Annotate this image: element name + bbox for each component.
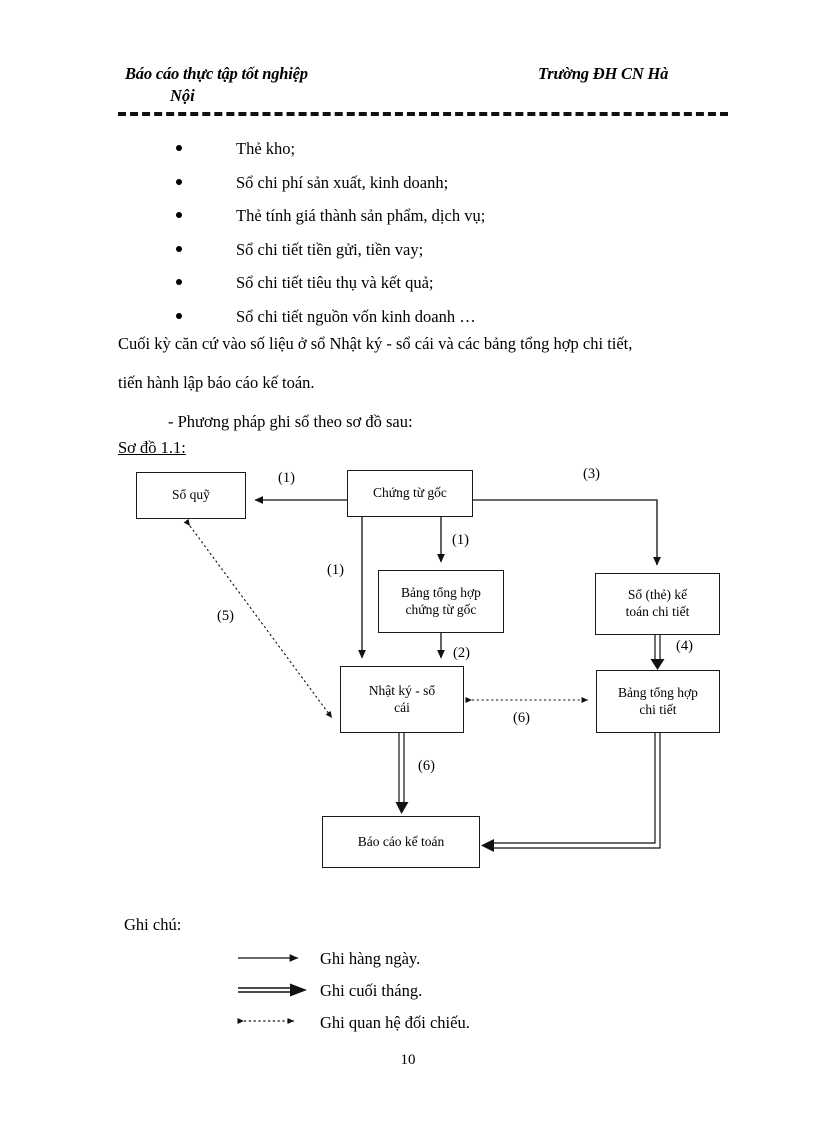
flowchart-box-source-document: Chứng từ gốc: [347, 470, 473, 517]
page-header: Báo cáo thực tập tốt nghiệp Trường ĐH CN…: [118, 64, 728, 110]
edge-label-summary-to-journal: (2): [453, 645, 470, 661]
header-top-row: Báo cáo thực tập tốt nghiệp Trường ĐH CN…: [118, 64, 728, 87]
list-item-label: Sổ chi phí sản xuất, kinh doanh;: [236, 172, 449, 192]
legend-title: Ghi chú:: [124, 915, 182, 934]
edge-label-to-detail-ledger: (3): [583, 466, 600, 482]
bullet-dot-icon: [176, 245, 182, 252]
page-number: 10: [400, 1052, 416, 1068]
body-paragraph-line-2: tiến hành lập báo cáo kế toán.: [118, 373, 315, 392]
list-item-label: Sổ chi tiết nguồn vốn kinh doanh …: [236, 306, 476, 326]
legend-arrow-icons: [237, 954, 307, 1025]
list-item: Sổ chi tiết tiền gửi, tiền vay;: [118, 233, 738, 267]
list-item: Sổ chi tiết nguồn vốn kinh doanh …: [118, 300, 738, 334]
bullet-dot-icon: [176, 178, 182, 185]
flowchart-box-source-summary: Bảng tổng hợp chứng từ gốc: [378, 570, 504, 633]
bullet-dot-icon: [176, 279, 182, 285]
edge-label-to-cash-book: (1): [278, 470, 295, 486]
edge-label-detail-to-summary: (4): [676, 638, 693, 654]
header-right-title: Trường ĐH CN Hà: [538, 64, 669, 83]
flowchart-box-label: Báo cáo kế toán: [357, 833, 445, 849]
edge-label-doc-to-journal: (1): [327, 562, 344, 578]
edge-label-journal-to-report: (6): [418, 758, 435, 774]
edge-label-cash-to-journal: (5): [217, 608, 234, 624]
flowchart-box-label: Sổ (thẻ) kế toán chi tiết: [625, 587, 690, 619]
body-paragraph-line-1: Cuối kỳ căn cứ vào số liệu ở sổ Nhật ký …: [118, 334, 633, 353]
header-left-title: Báo cáo thực tập tốt nghiệp: [125, 64, 308, 83]
flowchart-box-label: Nhật ký - sổ cái: [368, 682, 436, 715]
flowchart-box-detail-ledger: Sổ (thẻ) kế toán chi tiết: [595, 573, 720, 635]
list-item: Sổ chi tiết tiêu thụ và kết quả;: [118, 266, 738, 300]
legend-item-label: Ghi cuối tháng.: [320, 981, 423, 1000]
flowchart-box-label: Sổ quỹ: [172, 487, 210, 503]
list-item-label: Sổ chi tiết tiền gửi, tiền vay;: [236, 239, 424, 259]
figure-caption: Sơ đồ 1.1:: [118, 438, 186, 457]
bullet-dot-icon: [176, 212, 182, 218]
edge-label-journal-to-detail-summary: (6): [513, 710, 530, 726]
header-left-title-continued: Nội: [170, 86, 195, 105]
list-item: Thẻ tính giá thành sản phẩm, dịch vụ;: [118, 199, 738, 233]
edge-label-to-source-summary: (1): [452, 532, 469, 548]
bullet-dot-icon: [176, 312, 182, 319]
flowchart-box-detail-summary: Bảng tổng hợp chi tiết: [596, 670, 720, 733]
legend-item-label: Ghi hàng ngày.: [320, 949, 421, 968]
list-item: Sổ chi phí sản xuất, kinh doanh;: [118, 166, 738, 200]
flowchart-box-cash-book: Sổ quỹ: [136, 472, 246, 519]
flowchart-box-label: Chứng từ gốc: [373, 485, 447, 501]
list-item-label: Sổ chi tiết tiêu thụ và kết quả;: [236, 273, 434, 292]
flowchart-box-label: Bảng tổng hợp chứng từ gốc: [401, 584, 481, 617]
list-item: Thẻ kho;: [118, 132, 738, 166]
double-arrow-icon: [238, 983, 307, 997]
list-item-label: Thẻ kho;: [236, 139, 296, 158]
list-item-label: Thẻ tính giá thành sản phẩm, dịch vụ;: [236, 206, 486, 225]
bullet-dot-icon: [176, 145, 182, 151]
header-divider: [118, 112, 728, 116]
flowchart-box-accounting-report: Báo cáo kế toán: [322, 816, 480, 868]
body-paragraph-line-3: - Phương pháp ghi sổ theo sơ đồ sau:: [168, 412, 413, 431]
legend-item-label: Ghi quan hệ đối chiếu.: [320, 1013, 470, 1032]
bullet-list: Thẻ kho; Sổ chi phí sản xuất, kinh doanh…: [118, 132, 738, 333]
flowchart-box-label: Bảng tổng hợp chi tiết: [618, 684, 698, 717]
flowchart-box-journal-ledger: Nhật ký - sổ cái: [340, 666, 464, 733]
